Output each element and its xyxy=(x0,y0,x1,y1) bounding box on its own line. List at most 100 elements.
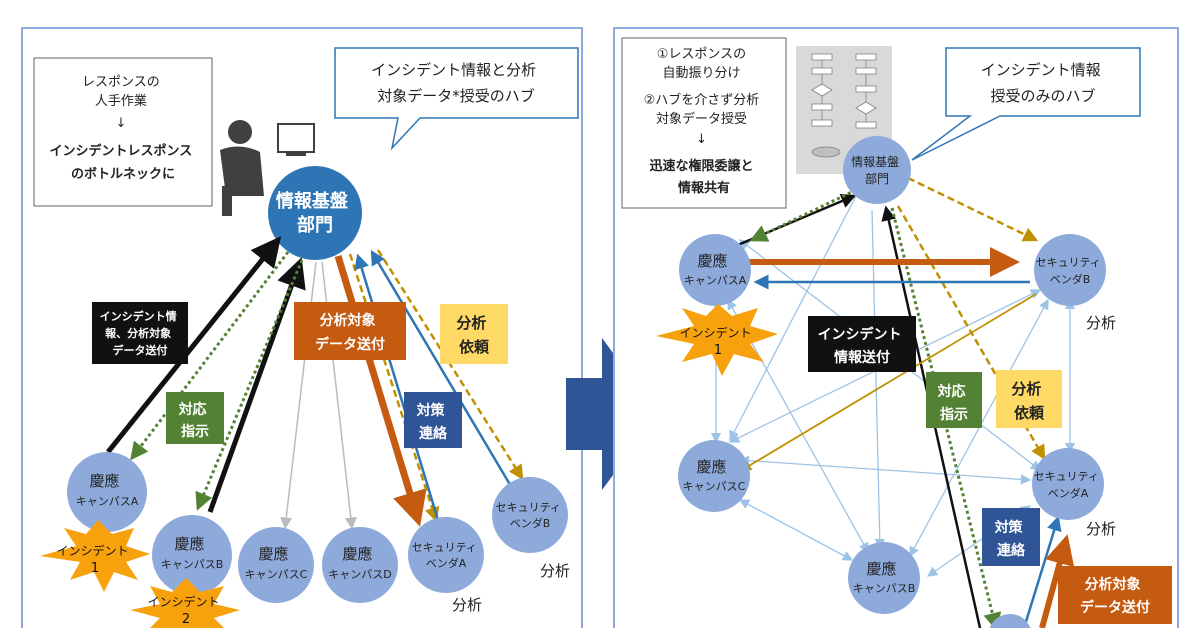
left-label-response-text: 対応 指示 xyxy=(178,401,212,440)
left-node-campus-a xyxy=(67,452,147,532)
left-callout-line-2: 対象データ*授受のハブ xyxy=(377,87,535,105)
left-incident-2-line-1: インシデント xyxy=(147,594,219,609)
left-label-response xyxy=(166,392,224,444)
right-label-analysis-data-text: 分析対象 データ送付 xyxy=(1080,576,1150,616)
left-callout-line-1: インシデント情報と分析 xyxy=(371,61,536,79)
right-label-incident-send-line-2: 情報送付 xyxy=(834,349,890,366)
left-arrow-hub-to-b xyxy=(195,259,304,511)
right-label-analysis-req xyxy=(996,370,1062,428)
right-panel: ①レスポンスの 自動振り分け ②ハブを介さず分析 対象データ授受 ↓ 迅速な権限… xyxy=(613,27,1179,632)
right-label-analysis-req-line-2: 依頼 xyxy=(1014,404,1045,422)
right-improve-line-5: ↓ xyxy=(696,132,707,147)
right-node-campus-a-label: 慶應 キャンパスA xyxy=(684,251,747,287)
left-node-campus-c-label: 慶應 キャンパスC xyxy=(245,544,308,581)
left-problem-line-1: レスポンスの xyxy=(82,75,160,90)
left-problem-text: レスポンスの 人手作業 ↓ インシデントレスポンス のボトルネックに xyxy=(50,75,197,182)
left-label-countermeasure-line-2: 連絡 xyxy=(419,425,448,442)
left-label-analysis-req-line-1: 分析 xyxy=(456,314,486,332)
right-label-countermeasure xyxy=(982,508,1040,566)
right-node-vendor-b-line-2: ベンダB xyxy=(1050,272,1091,286)
left-label-incident-send-line-3: データ送付 xyxy=(113,343,168,357)
right-node-campus-a-line-1: 慶應 xyxy=(697,252,727,270)
left-label-analysis-data-line-2: データ送付 xyxy=(315,336,385,353)
right-label-response-text: 対応 指示 xyxy=(937,383,971,423)
right-node-campus-b-label: 慶應 キャンパスB xyxy=(853,559,916,595)
right-hub-line-2: 部門 xyxy=(865,171,889,186)
right-node-vendor-a-label: セキュリティ ベンダA xyxy=(1034,470,1103,500)
left-node-campus-b-line-1: 慶應 xyxy=(174,535,204,553)
right-node-vendor-b-line-1: セキュリティ xyxy=(1036,256,1101,269)
right-label-incident-send-line-1: インシデント xyxy=(818,326,902,343)
left-arrow-vendor-a-to-hub xyxy=(354,253,440,521)
left-analysis-a-text: 分析 xyxy=(452,596,482,614)
right-callout-line-1: インシデント情報 xyxy=(981,61,1101,79)
left-node-vendor-b-line-1: セキュリティ xyxy=(496,501,561,514)
left-label-countermeasure xyxy=(404,392,462,448)
right-node-campus-b-line-1: 慶應 xyxy=(866,560,896,578)
right-label-incident-send xyxy=(808,316,916,372)
left-incident-1-label: インシデント 1 xyxy=(56,540,133,576)
left-incident-1-line-1: インシデント xyxy=(56,543,128,558)
right-node-vendor-a xyxy=(1032,448,1104,520)
left-callout xyxy=(334,47,579,151)
left-hub-node xyxy=(268,166,362,260)
left-label-incident-send xyxy=(92,302,188,364)
left-problem-line-2: 人手作業 xyxy=(95,93,147,109)
left-node-vendor-a xyxy=(408,517,484,593)
right-label-countermeasure-line-1: 対策 xyxy=(994,519,1024,536)
left-node-campus-c-line-1: 慶應 xyxy=(258,545,288,563)
flowchart-thumbnail-icon xyxy=(796,46,892,174)
left-node-campus-a-label: 慶應 キャンパスA xyxy=(76,471,139,508)
left-problem-box xyxy=(33,57,213,207)
right-improve-line-4: 対象データ授受 xyxy=(656,111,747,127)
person-at-desk-icon xyxy=(220,120,315,216)
left-label-countermeasure-line-1: 対策 xyxy=(416,402,446,419)
right-analysis-a-text: 分析 xyxy=(1086,520,1116,538)
left-node-campus-b-line-2: キャンパスB xyxy=(161,558,224,571)
left-label-incident-send-line-2: 報、分析対象 xyxy=(105,326,171,340)
left-arrow-vendor-b-to-hub xyxy=(370,249,514,489)
right-incident-1-label: インシデント 1 xyxy=(679,322,756,358)
left-label-analysis-data xyxy=(294,302,406,360)
right-label-incident-send-text: インシデント 情報送付 xyxy=(818,326,907,366)
right-node-campus-c-line-1: 慶應 xyxy=(696,458,726,476)
right-node-vendor-b xyxy=(1034,234,1106,306)
right-callout xyxy=(911,47,1141,161)
left-panel: レスポンスの 人手作業 ↓ インシデントレスポンス のボトルネックに インシデン… xyxy=(21,27,583,632)
left-label-response-line-2: 指示 xyxy=(181,423,209,440)
left-label-response-line-1: 対応 xyxy=(178,401,207,418)
left-node-campus-d-line-1: 慶應 xyxy=(342,545,372,563)
left-node-vendor-b xyxy=(492,477,568,553)
right-label-countermeasure-text: 対策 連絡 xyxy=(994,519,1028,559)
right-analysis-b-text: 分析 xyxy=(1086,314,1116,332)
right-callout-line-2: 授受のみのハブ xyxy=(990,87,1095,105)
right-node-campus-c-label: 慶應 キャンパスC xyxy=(683,457,746,493)
right-improve-line-2: 自動振り分け xyxy=(662,66,740,81)
right-node-campus-b-line-2: キャンパスB xyxy=(853,582,916,595)
left-node-vendor-b-label: セキュリティ ベンダB xyxy=(496,501,565,530)
left-incident-1-icon xyxy=(40,520,150,592)
right-arrow-to-vendor-a-data xyxy=(1039,534,1075,629)
right-node-vendor-a-line-1: セキュリティ xyxy=(1034,470,1099,483)
right-node-campus-c xyxy=(678,440,750,512)
right-node-campus-a xyxy=(679,234,751,306)
right-improve-text: ①レスポンスの 自動振り分け ②ハブを介さず分析 対象データ授受 ↓ 迅速な権限… xyxy=(644,43,765,196)
right-label-response-line-1: 対応 xyxy=(937,383,966,400)
left-node-campus-a-line-1: 慶應 xyxy=(89,472,119,490)
left-node-vendor-a-label: セキュリティ ベンダA xyxy=(412,541,481,570)
left-label-countermeasure-text: 対策 連絡 xyxy=(416,402,450,442)
left-incident-1-line-2: 1 xyxy=(91,561,99,576)
right-arrow-vendor-b-to-c xyxy=(740,293,1037,471)
left-label-analysis-data-text: 分析対象 データ送付 xyxy=(315,312,385,353)
right-improve-line-1: ①レスポンスの xyxy=(657,47,746,62)
left-node-campus-b xyxy=(152,515,232,595)
right-incident-1-line-1: インシデント xyxy=(679,325,751,340)
right-callout-text: インシデント情報 授受のみのハブ xyxy=(981,61,1106,105)
left-callout-text: インシデント情報と分析 対象データ*授受のハブ xyxy=(371,61,541,105)
right-improve-line-3: ②ハブを介さず分析 xyxy=(644,92,760,108)
left-problem-line-4: インシデントレスポンス xyxy=(50,143,193,159)
right-node-campus-c-line-2: キャンパスC xyxy=(683,480,746,493)
left-arrow-hub-to-vendor-a-data xyxy=(334,254,427,527)
